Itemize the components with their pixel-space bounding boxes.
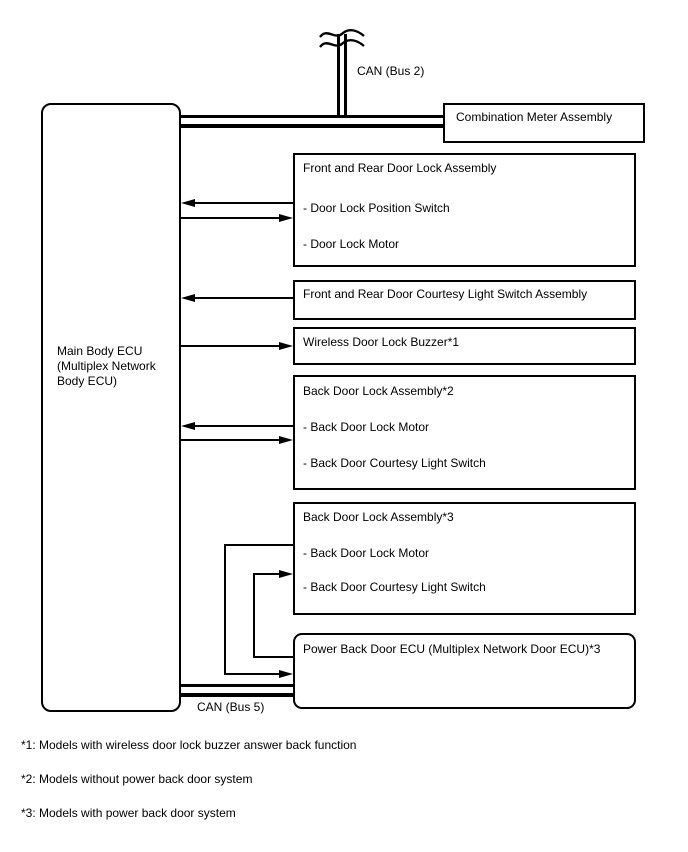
door-lock-motor-item: - Door Lock Motor: [303, 237, 400, 251]
door-lock-position-switch-item: - Door Lock Position Switch: [303, 201, 450, 215]
main-body-ecu-label: Main Body ECU (Multiplex Network Body EC…: [57, 344, 156, 388]
combination-meter-box: Combination Meter Assembly: [443, 103, 645, 143]
back-door-lock-3-courtesy-item: - Back Door Courtesy Light Switch: [303, 580, 486, 594]
footnote-2: *2: Models without power back door syste…: [21, 772, 253, 786]
back-door-lock-2-title: Back Door Lock Assembly*2: [303, 384, 454, 398]
back-door-lock-2-courtesy-item: - Back Door Courtesy Light Switch: [303, 456, 486, 470]
back-door-lock-2-box: Back Door Lock Assembly*2 - Back Door Lo…: [293, 375, 636, 490]
back-door-lock-3-box: Back Door Lock Assembly*3 - Back Door Lo…: [293, 502, 636, 615]
wireless-buzzer-title: Wireless Door Lock Buzzer*1: [303, 335, 460, 349]
footnote-1: *1: Models with wireless door lock buzze…: [21, 738, 357, 752]
footnote-3: *3: Models with power back door system: [21, 806, 236, 820]
front-rear-door-lock-box: Front and Rear Door Lock Assembly - Door…: [293, 153, 636, 267]
back-door-lock-2-motor-item: - Back Door Lock Motor: [303, 420, 430, 434]
back-door-lock-3-title: Back Door Lock Assembly*3: [303, 510, 454, 524]
combination-meter-label: Combination Meter Assembly: [456, 110, 613, 124]
can-bus2-vertical-line: [337, 34, 347, 116]
courtesy-light-switch-box: Front and Rear Door Courtesy Light Switc…: [293, 280, 636, 320]
courtesy-light-switch-title: Front and Rear Door Courtesy Light Switc…: [303, 287, 588, 301]
can-bus2-horizontal-line: [181, 115, 443, 128]
power-back-door-ecu-title: Power Back Door ECU (Multiplex Network D…: [303, 642, 601, 656]
can-bus5-horizontal-line: [181, 684, 293, 697]
wireless-buzzer-box: Wireless Door Lock Buzzer*1: [293, 327, 636, 365]
front-rear-door-lock-title: Front and Rear Door Lock Assembly: [303, 161, 497, 175]
bus-break-icon: [319, 28, 365, 48]
power-back-door-ecu-box: Power Back Door ECU (Multiplex Network D…: [293, 633, 636, 709]
main-body-ecu-box: Main Body ECU (Multiplex Network Body EC…: [41, 103, 181, 712]
back-door-lock-3-motor-item: - Back Door Lock Motor: [303, 546, 430, 560]
can-bus5-label: CAN (Bus 5): [197, 700, 265, 714]
can-bus2-label: CAN (Bus 2): [357, 64, 425, 78]
